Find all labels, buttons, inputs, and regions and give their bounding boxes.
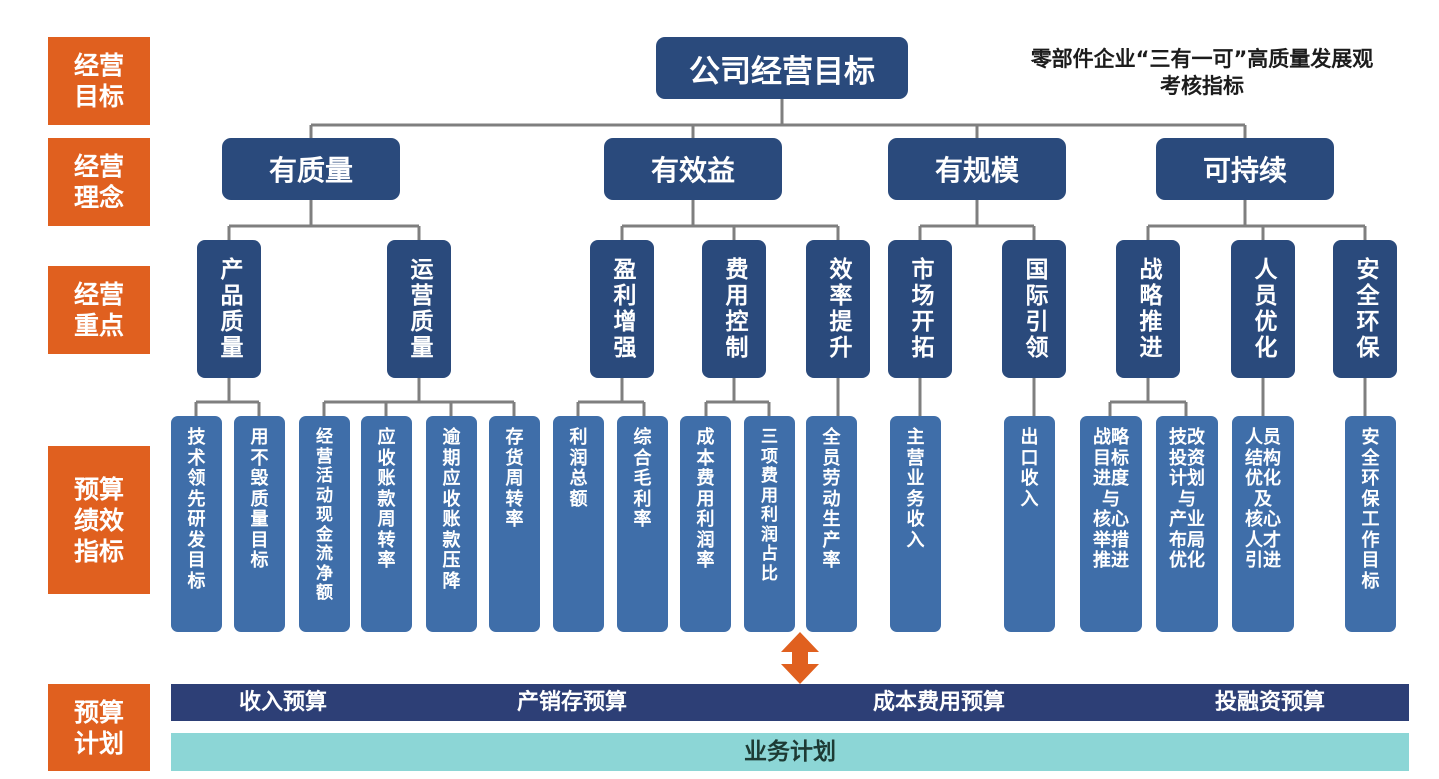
- budget-band: 收入预算 产销存预算 成本费用预算 投融资预算: [171, 684, 1409, 721]
- concept-node: 有质量: [222, 138, 400, 200]
- side-label-concept: 经营 理念: [48, 138, 150, 226]
- budget-label: 产销存预算: [517, 690, 628, 715]
- focus-node: 费用控制: [702, 240, 766, 378]
- business-plan-bar: 业务计划: [171, 733, 1409, 771]
- indicator-box: 逾 期 应 收 账 款 压 降: [426, 416, 477, 632]
- budget-label: 投融资预算: [1215, 690, 1326, 715]
- goal-node: 公司经营目标: [656, 37, 908, 99]
- indicator-box: 全 员 劳 动 生 产 率: [806, 416, 857, 632]
- indicator-box: 出 口 收 入: [1004, 416, 1055, 632]
- diagram-title: 零部件企业“三有一可”高质量发展观 考核指标: [1030, 47, 1374, 98]
- indicator-box: 经 营 活 动 现 金 流 净 额: [299, 416, 350, 632]
- indicator-box: 综 合 毛 利 率: [617, 416, 668, 632]
- focus-node: 人员优化: [1231, 240, 1295, 378]
- focus-node: 安全环保: [1333, 240, 1397, 378]
- budget-label: 收入预算: [239, 690, 328, 715]
- focus-node: 市场开拓: [888, 240, 952, 378]
- indicator-box: 技 术 领 先 研 发 目 标: [171, 416, 222, 632]
- focus-node: 运营质量: [387, 240, 451, 378]
- focus-node: 效率提升: [806, 240, 870, 378]
- indicator-box: 存 货 周 转 率: [489, 416, 540, 632]
- budget-label: 成本费用预算: [873, 690, 1006, 715]
- focus-node: 盈利增强: [590, 240, 654, 378]
- indicator-box: 成 本 费 用 利 润 率: [680, 416, 731, 632]
- indicator-box: 战略 目标 进度 与 核心 举措 推进: [1080, 416, 1142, 632]
- focus-node: 产品质量: [197, 240, 261, 378]
- indicator-box: 安 全 环 保 工 作 目 标: [1345, 416, 1396, 632]
- side-label-focus: 经营 重点: [48, 266, 150, 354]
- indicator-box: 人员 结构 优化 及 核心 人才 引进: [1232, 416, 1294, 632]
- concept-node: 可持续: [1156, 138, 1334, 200]
- focus-node: 战略推进: [1116, 240, 1180, 378]
- focus-node: 国际引领: [1002, 240, 1066, 378]
- indicator-box: 应 收 账 款 周 转 率: [361, 416, 412, 632]
- indicator-box: 用 不 毁 质 量 目 标: [234, 416, 285, 632]
- concept-node: 有效益: [604, 138, 782, 200]
- side-label-indicators: 预算 绩效 指标: [48, 446, 150, 594]
- indicator-box: 技改 投资 计划 与 产业 布局 优化: [1156, 416, 1218, 632]
- side-label-goal: 经营 目标: [48, 37, 150, 125]
- indicator-box: 三 项 费 用 利 润 占 比: [744, 416, 795, 632]
- side-label-plan: 预算 计划: [48, 684, 150, 771]
- indicator-box: 利 润 总 额: [553, 416, 604, 632]
- indicator-box: 主 营 业 务 收 入: [890, 416, 941, 632]
- concept-node: 有规模: [888, 138, 1066, 200]
- double-arrow-icon: [781, 632, 819, 684]
